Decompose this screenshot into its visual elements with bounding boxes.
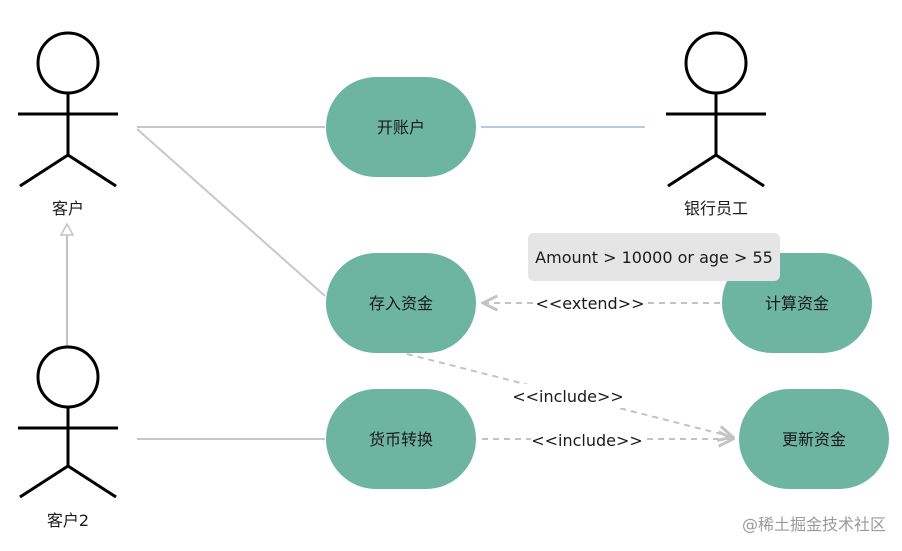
include-label-2: <<include>>: [531, 431, 643, 450]
use-case-update-funds-label: 更新资金: [782, 430, 846, 449]
watermark-text: @稀土掘金技术社区: [742, 515, 886, 534]
actor-bank-staff-label: 银行员工: [684, 199, 748, 218]
use-case-calculate-funds-label: 计算资金: [765, 294, 829, 313]
actor-customer-label: 客户: [52, 199, 84, 218]
generalization-arrowhead: [59, 222, 75, 236]
include-label-1: <<include>>: [512, 387, 624, 406]
extend-condition-note: Amount > 10000 or age > 55: [528, 233, 780, 281]
actor-customer[interactable]: [18, 31, 118, 188]
actor-customer2[interactable]: [18, 345, 118, 499]
use-case-open-account[interactable]: 开账户: [326, 77, 476, 177]
use-case-deposit-label: 存入资金: [369, 294, 433, 313]
note-text: Amount > 10000 or age > 55: [535, 248, 773, 267]
actor-bank-staff[interactable]: [666, 31, 766, 188]
use-case-deposit[interactable]: 存入资金: [326, 253, 476, 353]
use-case-update-funds[interactable]: 更新资金: [739, 389, 889, 489]
use-case-open-account-label: 开账户: [377, 118, 425, 137]
connectors: [59, 126, 733, 439]
actor-customer2-label: 客户2: [47, 511, 89, 530]
assoc-customer-deposit: [136, 128, 326, 297]
use-case-currency-exchange[interactable]: 货币转换: [326, 389, 476, 489]
use-case-currency-exchange-label: 货币转换: [369, 430, 433, 449]
extend-label: <<extend>>: [535, 294, 644, 313]
